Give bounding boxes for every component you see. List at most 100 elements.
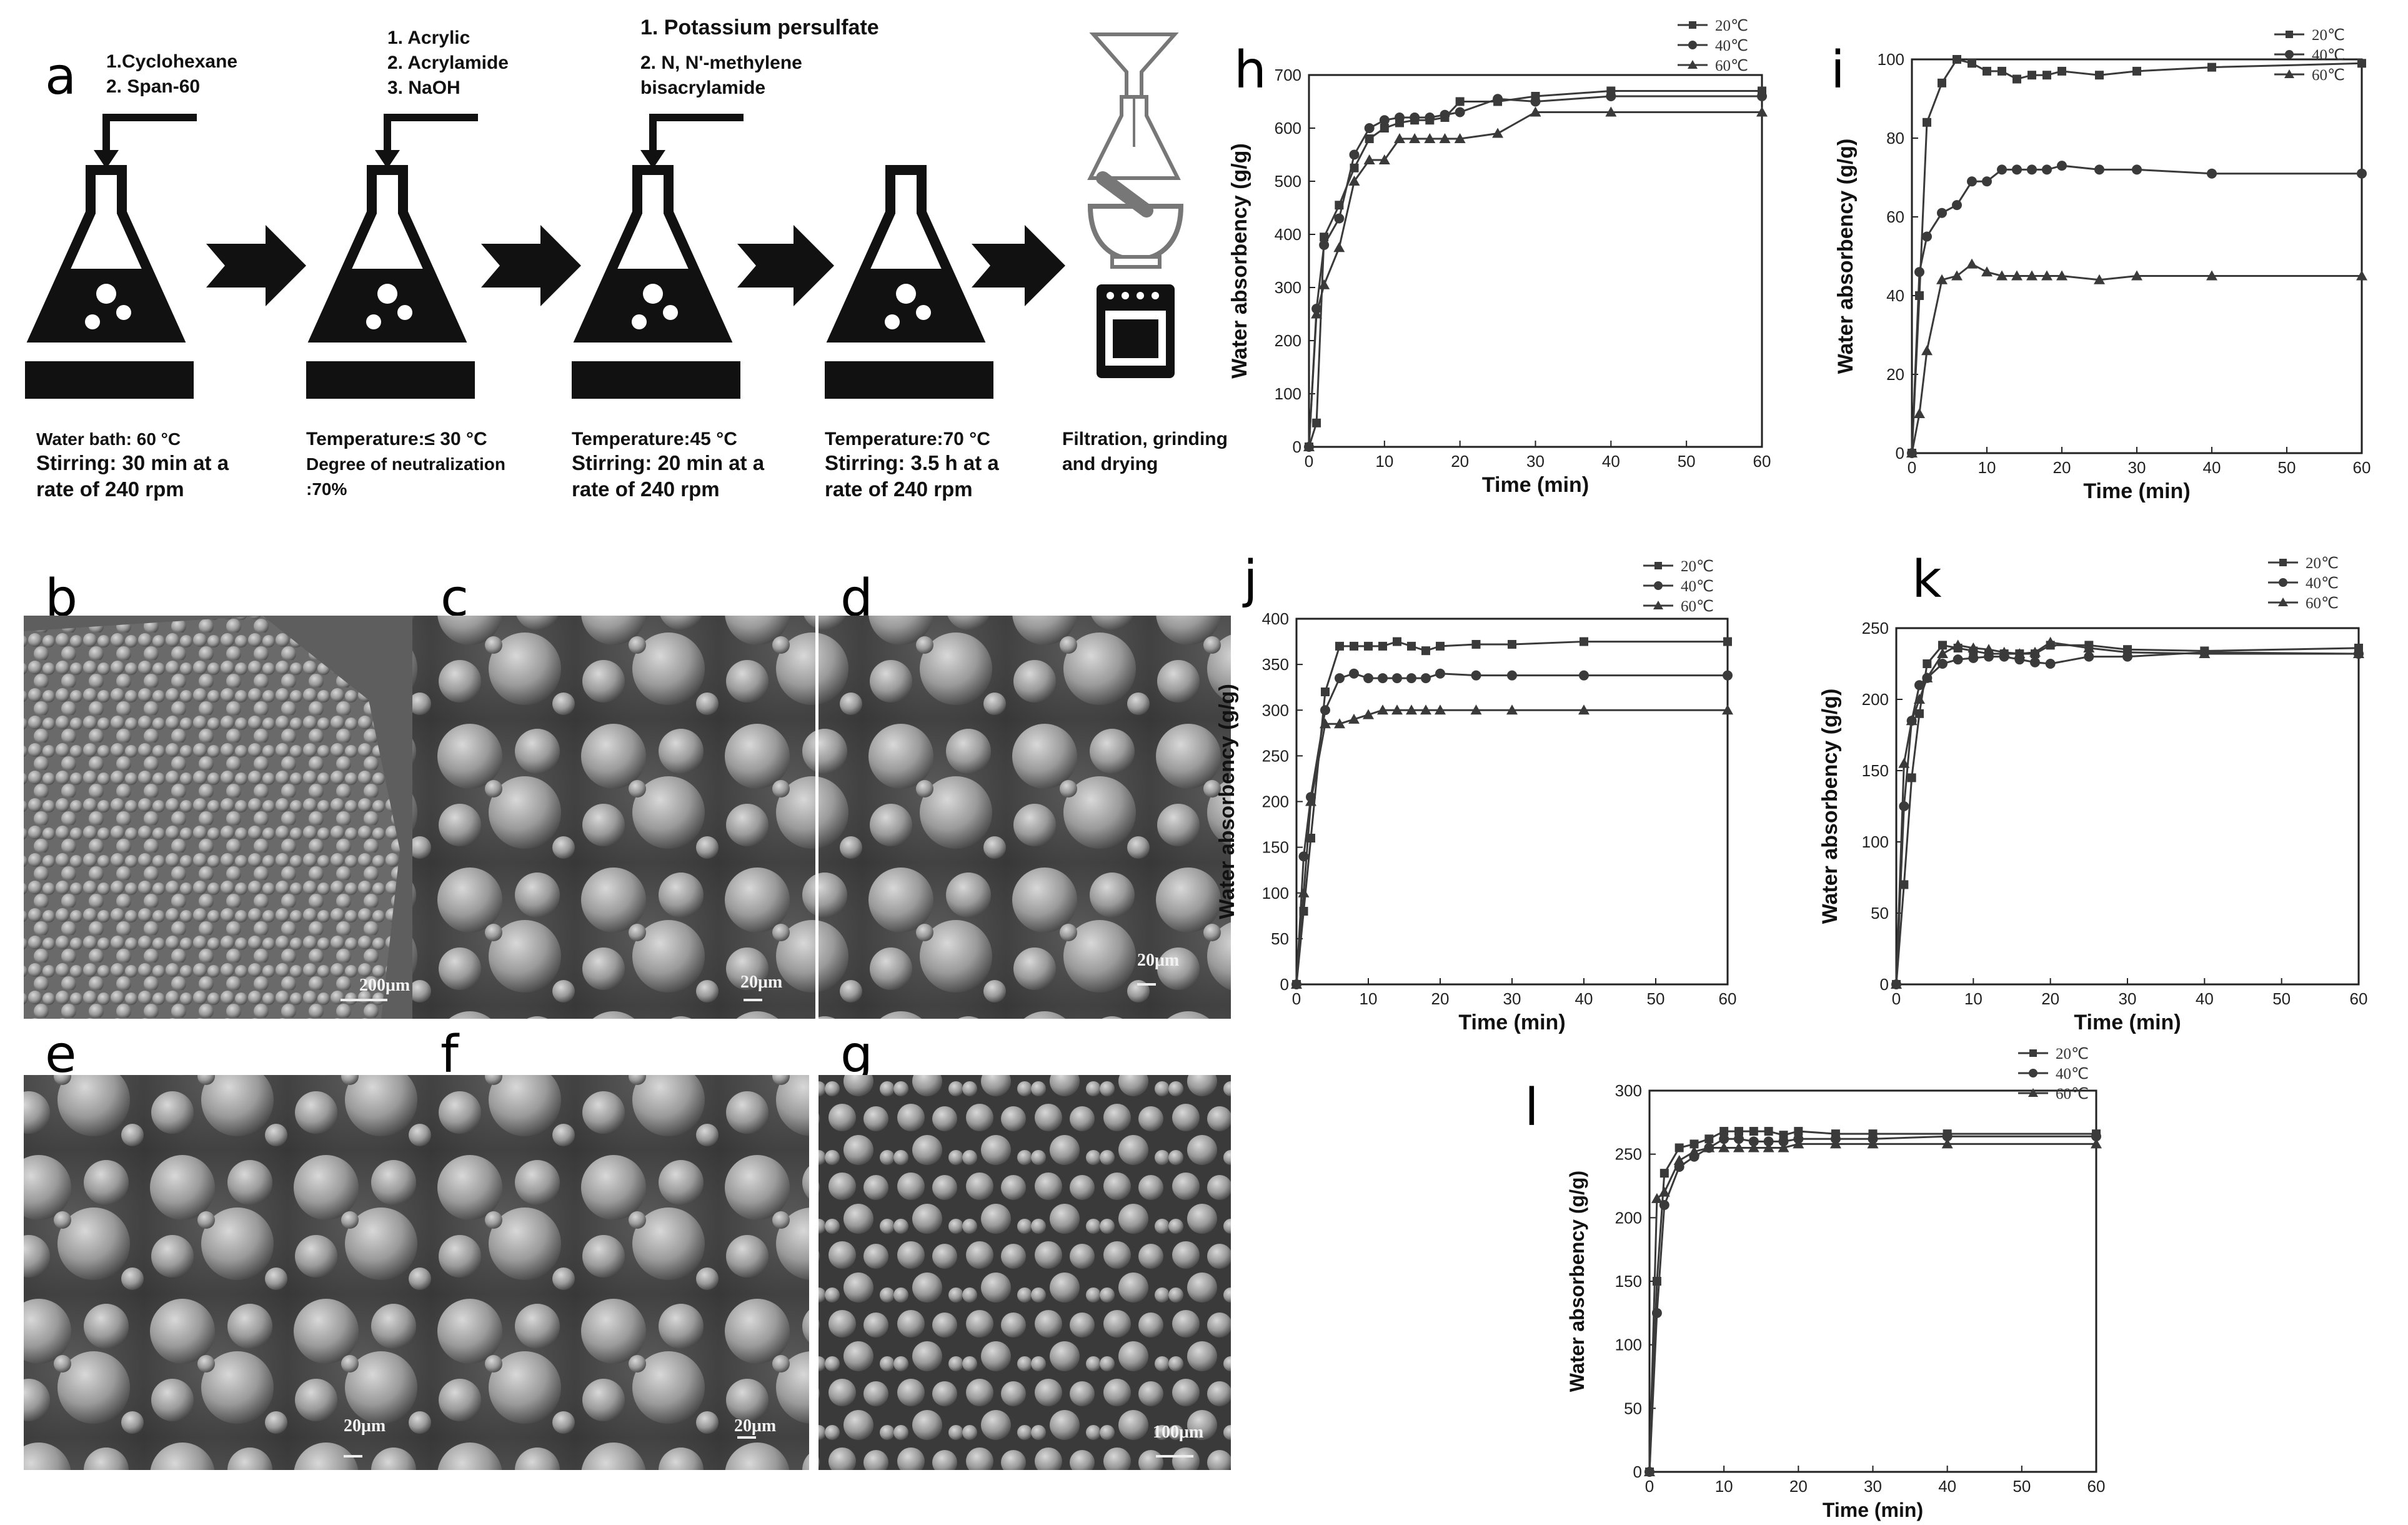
data-point-circle <box>1982 176 1992 187</box>
x-tick-label: 0 <box>1305 452 1313 471</box>
process-arrow-1 <box>206 225 306 306</box>
data-point-square <box>2132 66 2141 76</box>
data-point-triangle <box>2056 270 2067 281</box>
data-point-circle <box>2027 164 2037 175</box>
data-point-triangle <box>1333 242 1345 252</box>
data-point-square <box>1407 641 1416 651</box>
y-tick-label: 250 <box>1262 746 1289 765</box>
y-tick-label: 300 <box>1275 278 1301 297</box>
data-point-square <box>1907 773 1916 782</box>
step3-reagent-3: bisacrylamide <box>640 78 765 98</box>
step3-reagent-1: 1. Potassium persulfate <box>640 16 879 39</box>
data-point-triangle <box>1658 1186 1670 1197</box>
data-point-circle <box>1395 112 1405 122</box>
x-tick-label: 60 <box>1719 989 1737 1008</box>
data-point-triangle <box>1898 758 1910 768</box>
step1-condition-2: Stirring: 30 min at a <box>36 451 229 474</box>
x-tick-label: 20 <box>2041 989 2059 1008</box>
panel-label-k: k <box>1912 550 1942 609</box>
final-step-line-2: and drying <box>1062 454 1158 474</box>
scale-bar-c: 20μm <box>740 972 782 992</box>
step1-condition-1: Water bath: 60 °C <box>36 429 181 449</box>
flask-icon-3 <box>572 165 740 399</box>
data-point-triangle <box>1941 1138 1953 1149</box>
data-point-triangle <box>2094 274 2105 284</box>
data-point-triangle <box>1921 672 1933 682</box>
panel-label-g: g <box>840 1025 873 1084</box>
legend-marker-triangle <box>2028 1088 2038 1097</box>
data-point-square <box>1378 641 1387 651</box>
legend-marker-circle <box>2029 1069 2037 1078</box>
data-point-square <box>1968 59 1976 68</box>
data-point-triangle <box>1394 133 1405 143</box>
scale-bar-b: 200μm <box>359 976 410 995</box>
mortar-pestle-icon <box>1087 171 1184 269</box>
data-point-triangle <box>1470 704 1482 715</box>
x-tick-label: 30 <box>2128 458 2146 477</box>
x-tick-label: 0 <box>1292 989 1301 1008</box>
x-tick-label: 30 <box>2119 989 2137 1008</box>
data-point-circle <box>1320 705 1330 716</box>
x-tick-label: 30 <box>1526 452 1545 471</box>
legend-label: 60℃ <box>1681 598 1714 615</box>
x-tick-label: 50 <box>1678 452 1696 471</box>
y-tick-label: 100 <box>1275 384 1301 403</box>
step3-condition-2: Stirring: 20 min at a <box>572 451 765 474</box>
data-point-circle <box>1507 670 1517 681</box>
data-point-triangle <box>1914 694 1925 704</box>
data-point-square <box>1953 55 1961 64</box>
data-point-square <box>2042 71 2051 80</box>
series-line-square <box>1308 90 1762 448</box>
series-line-circle <box>1648 1135 2096 1472</box>
y-tick-label: 50 <box>1271 929 1289 948</box>
scheme-panel: a 1.Cyclohexane 2. Span-60 Water bath: 6… <box>25 16 1228 501</box>
oven-icon <box>1097 284 1175 378</box>
data-point-circle <box>1734 1134 1744 1144</box>
x-tick-label: 40 <box>2196 989 2214 1008</box>
legend-marker-circle <box>2279 578 2287 587</box>
data-point-circle <box>1719 1134 1729 1144</box>
step4-condition-3: rate of 240 rpm <box>825 478 973 501</box>
data-point-circle <box>1440 109 1450 120</box>
data-point-circle <box>1349 668 1359 679</box>
data-point-triangle <box>1968 642 1979 652</box>
data-point-triangle <box>1756 106 1768 117</box>
x-tick-label: 20 <box>2053 458 2071 477</box>
funnel-flask-icon <box>1087 32 1181 180</box>
series-line-square <box>1295 640 1728 985</box>
sem-image-c: 20μm <box>412 616 815 1019</box>
legend-marker-triangle <box>2278 598 2288 606</box>
data-point-triangle <box>2353 648 2364 659</box>
data-point-circle <box>1579 670 1589 681</box>
data-point-square <box>1350 641 1358 651</box>
data-point-triangle <box>1966 258 1978 269</box>
y-tick-label: 600 <box>1275 119 1301 138</box>
data-point-triangle <box>1718 1142 1730 1152</box>
plot-frame <box>1911 58 2363 454</box>
data-point-circle <box>2091 1131 2101 1142</box>
y-tick-label: 200 <box>1275 331 1301 350</box>
x-tick-label: 20 <box>1789 1477 1808 1496</box>
sem-image-g: 100μm <box>818 1075 1231 1470</box>
y-tick-label: 100 <box>1615 1336 1642 1354</box>
data-point-square <box>1689 1139 1699 1149</box>
x-tick-label: 0 <box>1892 989 1901 1008</box>
panel-label-l: l <box>1525 1078 1539 1138</box>
data-point-triangle <box>1778 1142 1789 1152</box>
data-point-triangle <box>2011 270 2022 281</box>
data-point-triangle <box>1363 154 1375 164</box>
data-point-triangle <box>1748 1142 1759 1152</box>
y-tick-label: 100 <box>1878 50 1904 69</box>
y-axis-title: Water absorbency (g/g) <box>1834 139 1858 374</box>
feed-arrow-2 <box>384 114 478 153</box>
data-point-triangle <box>1298 887 1310 898</box>
series-line-triangle <box>1308 111 1762 448</box>
feed-arrow-3 <box>649 114 744 153</box>
data-point-square <box>1471 639 1481 649</box>
legend-marker-square <box>1689 21 1696 29</box>
step2-condition-1: Temperature:≤ 30 °C <box>306 429 487 449</box>
series-line-circle <box>1911 164 2362 454</box>
data-point-circle <box>1942 1131 1953 1142</box>
x-axis-title: Time (min) <box>2074 1011 2181 1034</box>
